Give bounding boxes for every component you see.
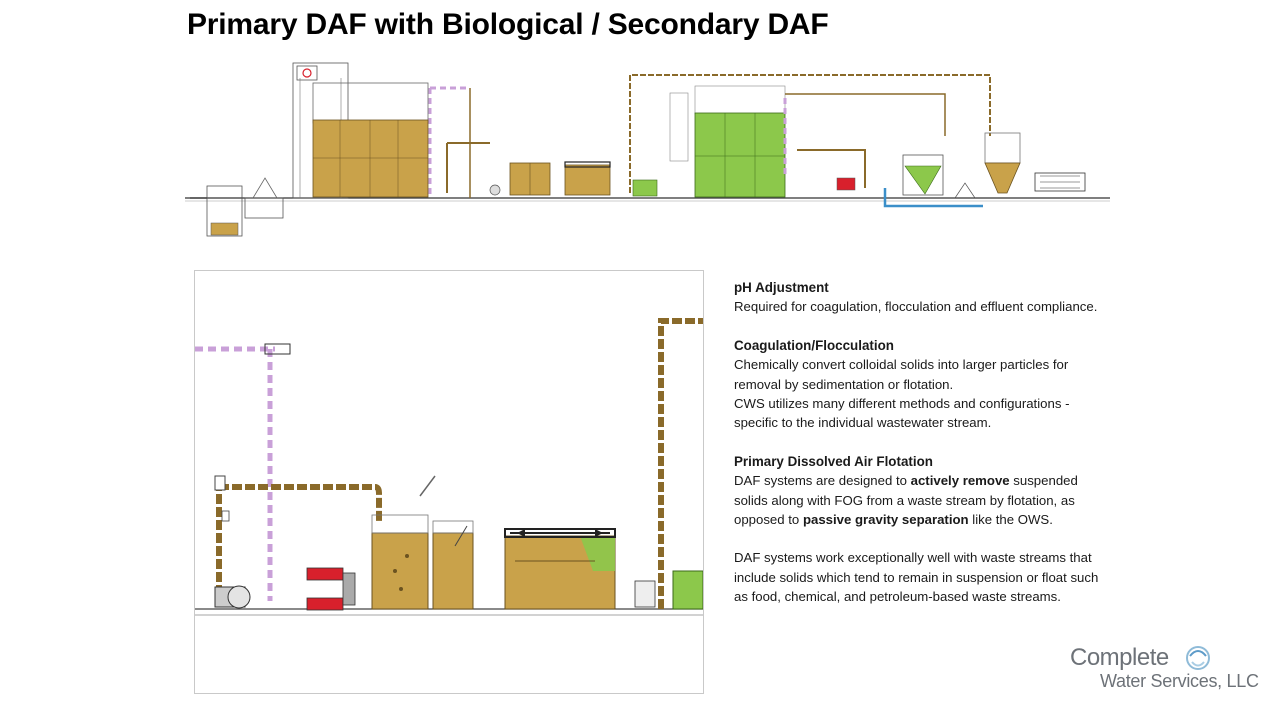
text-run: like the OWS. <box>968 512 1053 528</box>
primary-daf-detail-diagram <box>195 318 703 616</box>
emphasis-text: passive gravity separation <box>802 512 969 528</box>
water-drop-icon <box>1186 646 1210 670</box>
secondary-daf-unit <box>902 154 944 196</box>
emphasis-text: actively remove <box>910 473 1010 489</box>
section-coagulation: Coagulation/Flocculation Chemically conv… <box>734 336 1106 433</box>
process-overview-diagram <box>185 62 1110 237</box>
section-heading: Primary Dissolved Air Flotation <box>734 453 933 469</box>
equalization-tank <box>312 119 429 198</box>
chemical-pump-upper <box>306 567 344 581</box>
section-paragraph: DAF systems are designed to actively rem… <box>734 471 1106 529</box>
biological-tank <box>694 112 786 198</box>
text-run: suspended solids along with FOG from a w… <box>734 473 1078 528</box>
page-title: Primary DAF with Biological / Secondary … <box>187 8 829 41</box>
section-paragraph: Required for coagulation, flocculation a… <box>734 299 1098 315</box>
description-panel: pH Adjustment Required for coagulation, … <box>734 278 1106 626</box>
flocculation-tank-detail <box>432 532 474 610</box>
logo-line1: Complete <box>1070 644 1169 671</box>
detail-diagram-frame <box>194 270 704 694</box>
section-paragraph: DAF systems work exceptionally well with… <box>734 550 1099 605</box>
section-heading: pH Adjustment <box>734 280 829 295</box>
section-paragraph: Chemically convert colloidal solids into… <box>734 357 1069 392</box>
chemical-pump-lower <box>306 597 344 611</box>
biological-tank-edge <box>672 570 703 610</box>
section-primary-daf: Primary Dissolved Air Flotation DAF syst… <box>734 452 1106 530</box>
filter-press <box>1034 172 1086 192</box>
section-daf-applications: DAF systems work exceptionally well with… <box>734 548 1106 606</box>
pump <box>836 177 856 191</box>
sludge-tank <box>984 162 1021 194</box>
oil-water-separator-pit <box>206 185 243 237</box>
section-paragraph: CWS utilizes many different methods and … <box>734 396 1070 431</box>
coagulation-tank-detail <box>371 532 429 610</box>
text-run: DAF systems are designed to <box>734 473 911 489</box>
primary-daf-unit <box>564 164 611 196</box>
company-logo: Complete Water Services, LLC <box>1070 644 1275 694</box>
section-ph-adjustment: pH Adjustment Required for coagulation, … <box>734 278 1106 317</box>
logo-line2: Water Services, LLC <box>1100 671 1259 691</box>
section-heading: Coagulation/Flocculation <box>734 337 894 353</box>
